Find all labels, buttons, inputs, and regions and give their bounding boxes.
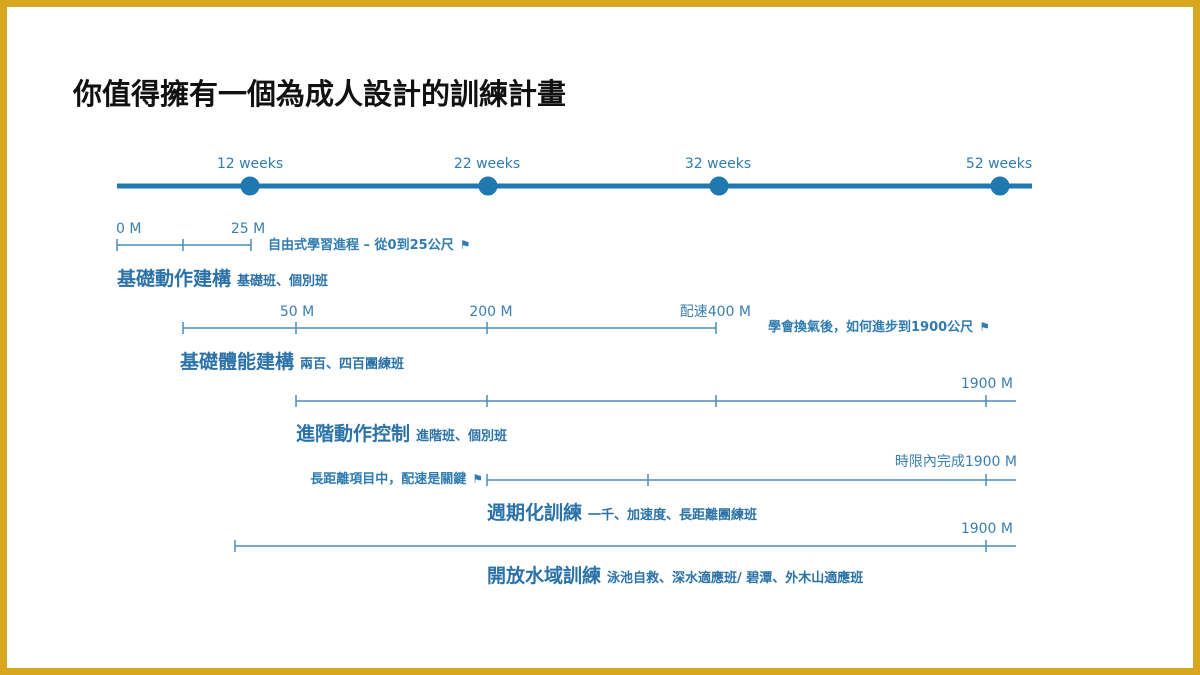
week-label: 22 weeks	[453, 156, 521, 172]
week-label: 52 weeks	[965, 156, 1033, 172]
heading-sub: 一千、加速度、長距離團練班	[588, 508, 758, 523]
distance-label: 50 M	[279, 304, 315, 320]
track-note: 長距離項目中，配速是關鍵 ⚑	[310, 473, 483, 486]
distance-label: 1900 M	[960, 521, 1013, 537]
distance-label: 25 M	[230, 221, 266, 237]
distance-label: 1900 M	[960, 376, 1013, 392]
distance-label: 200 M	[469, 304, 513, 320]
week-label: 32 weeks	[684, 156, 752, 172]
heading-text: 基礎體能建構	[180, 351, 295, 373]
track-heading: 週期化訓練一千、加速度、長距離團練班	[487, 504, 757, 523]
week-label: 12 weeks	[216, 156, 284, 172]
milestone-dot	[709, 176, 729, 196]
track-note-text: 自由式學習進程 – 從0到25公尺	[268, 238, 454, 253]
milestone-dot	[240, 176, 260, 196]
track-heading: 基礎體能建構兩百、四百團練班	[180, 353, 404, 372]
page-title: 你值得擁有一個為成人設計的訓練計畫	[73, 77, 567, 111]
heading-sub: 進階班、個別班	[416, 429, 508, 444]
heading-sub: 泳池自救、深水適應班/ 碧潭、外木山適應班	[607, 571, 864, 586]
heading-text: 進階動作控制	[296, 423, 411, 445]
flag-icon: ⚑	[459, 238, 471, 252]
track-note: 自由式學習進程 – 從0到25公尺 ⚑	[268, 239, 470, 252]
slide	[7, 7, 1193, 668]
heading-sub: 兩百、四百團練班	[300, 357, 405, 372]
flag-icon: ⚑	[979, 320, 990, 334]
track-note-text: 學會換氣後，如何進步到1900公尺	[768, 320, 974, 335]
flag-icon: ⚑	[472, 472, 483, 486]
track-note: 學會換氣後，如何進步到1900公尺 ⚑	[768, 321, 990, 334]
heading-text: 基礎動作建構	[117, 268, 232, 290]
track-note-text: 長距離項目中，配速是關鍵	[310, 472, 467, 487]
distance-label: 時限內完成1900 M	[894, 454, 1017, 470]
heading-text: 週期化訓練	[487, 502, 583, 524]
heading-text: 開放水域訓練	[487, 565, 602, 587]
milestone-dot	[990, 176, 1010, 196]
distance-label: 0 M	[116, 221, 142, 237]
milestone-dot	[478, 176, 498, 196]
heading-sub: 基礎班、個別班	[237, 274, 329, 289]
track-heading: 開放水域訓練泳池自救、深水適應班/ 碧潭、外木山適應班	[487, 567, 863, 586]
distance-label: 配速400 M	[679, 304, 751, 320]
track-heading: 基礎動作建構基礎班、個別班	[117, 270, 328, 289]
track-heading: 進階動作控制進階班、個別班	[296, 425, 507, 444]
